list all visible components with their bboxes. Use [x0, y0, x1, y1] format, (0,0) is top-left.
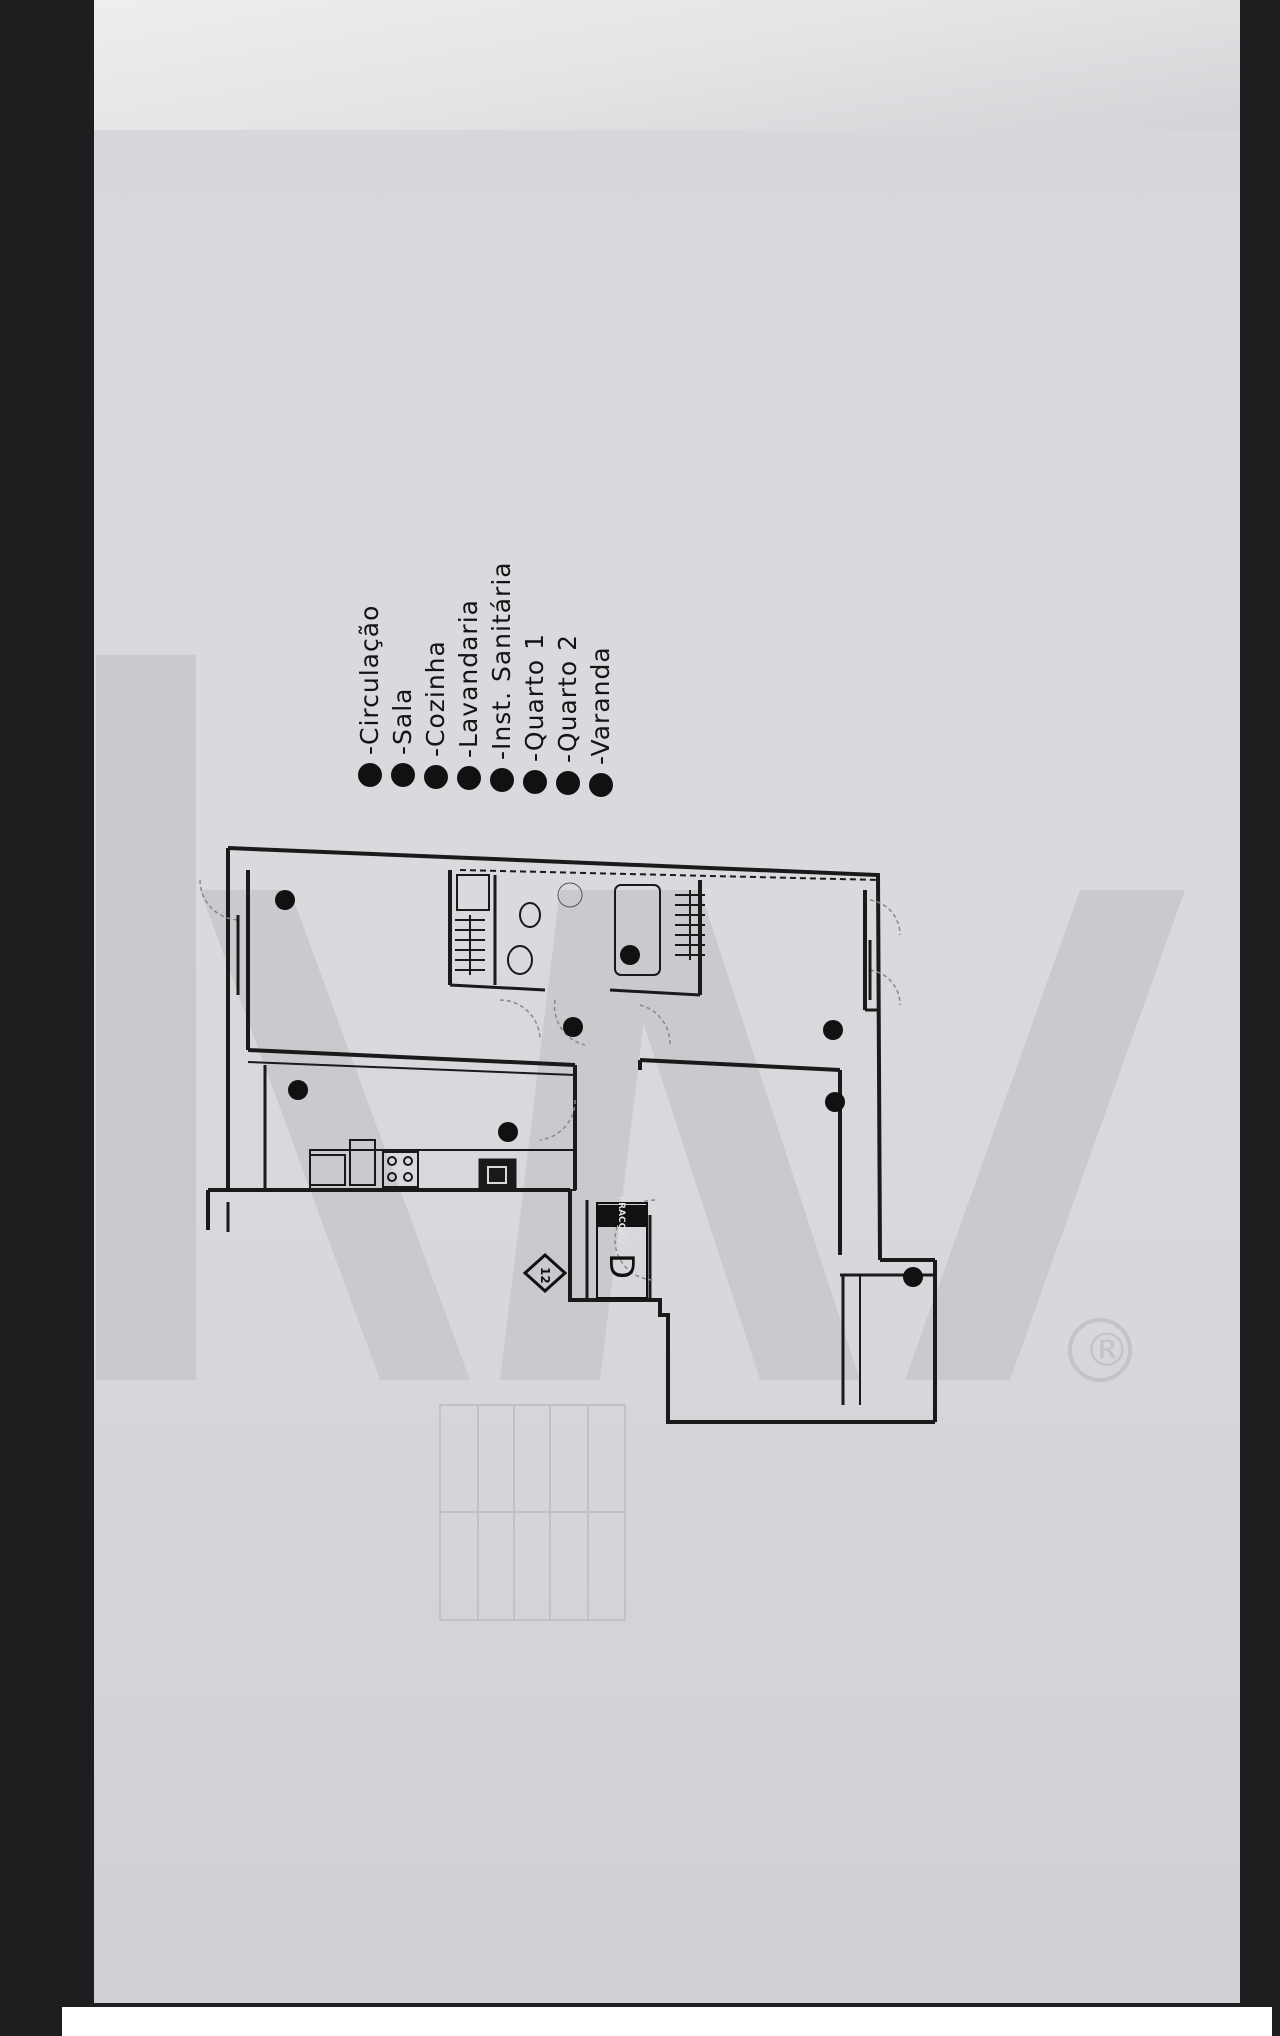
legend-item-quarto-2: -Quarto 2 [553, 634, 582, 763]
room-dot-cozinha-left [288, 1080, 308, 1100]
paper-top-sheet [94, 0, 1240, 130]
room-dot-cozinha [498, 1122, 518, 1142]
unit-tag: FRACÇÃO D [596, 1196, 648, 1299]
room-legend: -Circulação -Sala -Cozinha -Lavandaria -… [355, 561, 615, 797]
unit-tag-label: FRACÇÃO [616, 1196, 627, 1244]
room-dot-circulacao [563, 1017, 583, 1037]
unit-tag-letter: D [601, 1253, 641, 1279]
floor-marker-label: 12 [538, 1267, 552, 1284]
room-dot-varanda [903, 1267, 923, 1287]
room-markers [275, 890, 923, 1287]
legend-item-varanda: -Varanda [586, 646, 615, 765]
legend-item-inst-sanitaria: -Inst. Sanitária [487, 561, 516, 760]
legend-item-sala: -Sala [388, 688, 417, 755]
legend-item-lavandaria: -Lavandaria [454, 599, 483, 758]
room-dot-quarto-1 [823, 1020, 843, 1040]
bottom-white-strip [62, 2007, 1272, 2036]
legend-item-circulacao: -Circulação [355, 605, 384, 755]
legend-item-cozinha: -Cozinha [421, 640, 450, 757]
room-dot-quarto-2 [825, 1092, 845, 1112]
room-dot-inst-sanitaria [620, 945, 640, 965]
watermark-registered-symbol: ® [1084, 1323, 1130, 1377]
floor-marker: 12 [522, 1252, 568, 1294]
faint-area-table [439, 1404, 626, 1621]
room-dot-sala [275, 890, 295, 910]
floor-plan [199, 846, 937, 1424]
legend-item-quarto-1: -Quarto 1 [520, 633, 549, 762]
watermark-logo: ® [96, 655, 1185, 1382]
